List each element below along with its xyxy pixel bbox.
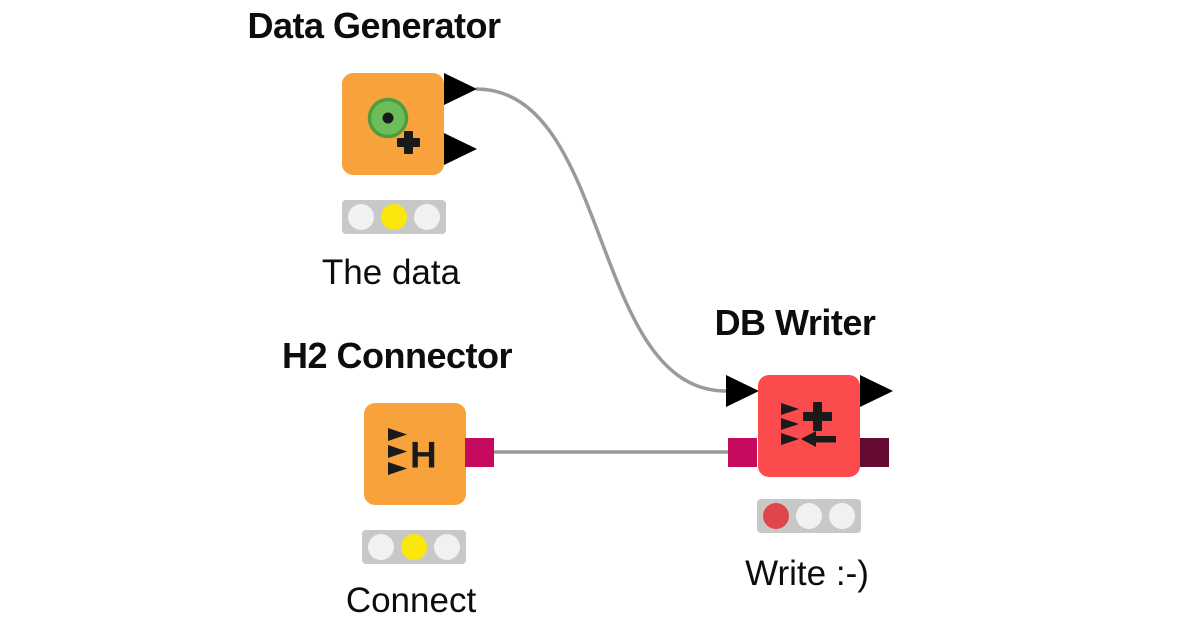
status-light	[763, 503, 789, 529]
node-h2-connector[interactable]: H	[364, 403, 466, 505]
node-db-writer[interactable]	[758, 375, 860, 477]
status-light	[829, 503, 855, 529]
output-port-data[interactable]	[860, 375, 893, 407]
node-title-data-generator: Data Generator	[247, 5, 501, 46]
status-light	[348, 204, 374, 230]
status-traffic-light-h2-connector	[362, 530, 466, 564]
output-port-db-data[interactable]	[860, 438, 889, 467]
status-light	[401, 534, 427, 560]
db-writer-icon	[781, 402, 836, 447]
output-port-db-connection[interactable]	[465, 438, 494, 467]
status-light	[368, 534, 394, 560]
node-label-db-writer: Write :-)	[745, 554, 869, 593]
status-light	[434, 534, 460, 560]
output-port-data-2[interactable]	[444, 133, 477, 165]
node-label-data-generator: The data	[321, 253, 461, 292]
status-light	[381, 204, 407, 230]
data-generator-icon	[367, 97, 420, 154]
node-title-db-writer: DB Writer	[714, 302, 876, 343]
node-label-h2-connector: Connect	[345, 581, 477, 620]
input-port-data[interactable]	[726, 375, 759, 407]
status-light	[414, 204, 440, 230]
node-title-h2-connector: H2 Connector	[281, 335, 513, 376]
input-port-db-connection[interactable]	[728, 438, 757, 467]
status-light	[796, 503, 822, 529]
node-data-generator[interactable]	[342, 73, 444, 175]
h2-database-icon: H	[388, 428, 437, 476]
output-port-data-1[interactable]	[444, 73, 477, 105]
status-traffic-light-data-generator	[342, 200, 446, 234]
status-traffic-light-db-writer	[757, 499, 861, 533]
connection-data-generator-to-db-writer[interactable]	[475, 87, 727, 393]
svg-text:H: H	[410, 435, 437, 476]
